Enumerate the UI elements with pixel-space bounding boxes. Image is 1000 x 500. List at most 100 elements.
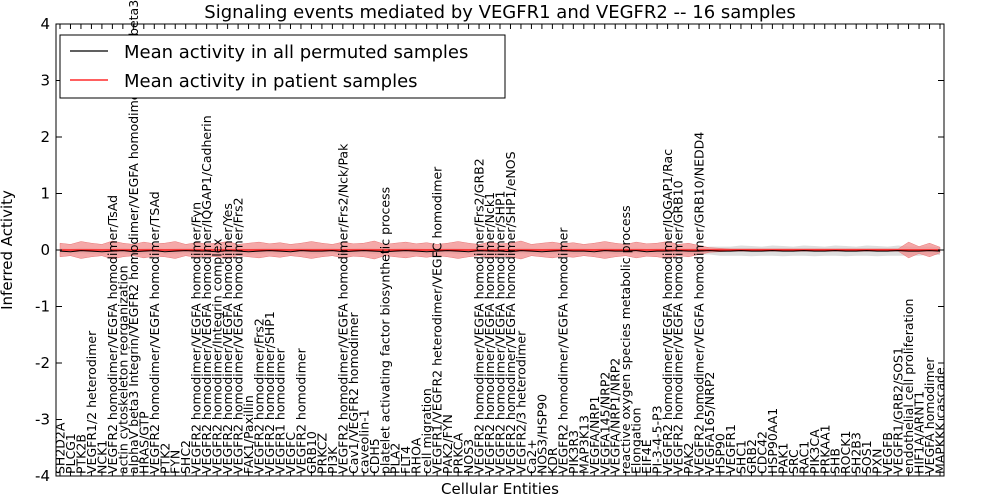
y-tick-label: -1	[35, 298, 50, 316]
x-tick-label: PIK3R3	[566, 430, 581, 474]
x-tick-label: VEGFR2 homodimer/VEGFA homodimer/GRB10	[671, 180, 686, 474]
x-tick-label: KDR	[545, 447, 560, 474]
x-tick-label: VEGFR2 homodimer/VEGFA homodimer/GRB10/N…	[692, 132, 707, 474]
x-tick-label: Elongation	[629, 408, 644, 474]
x-tick-label: VEGFR2 homodimer/VEGFA homodimer/Frs2/GR…	[472, 158, 487, 474]
chart-title: Signaling events mediated by VEGFR1 and …	[204, 2, 795, 23]
legend: Mean activity in all permuted samplesMea…	[59, 34, 506, 99]
x-tick-label: RHOA	[409, 437, 424, 474]
x-tick-label: HIF1A/ARNT1	[912, 391, 927, 474]
legend-box	[59, 34, 506, 99]
y-tick-label: -2	[35, 354, 50, 372]
x-tick-label: SHC1	[734, 440, 749, 474]
x-tick-label: VEGFR2/3 heterodimer	[514, 330, 529, 474]
x-tick-label: VEGFR2 homodimer/VEGFA homodimer/IQGAP1/…	[660, 149, 675, 474]
x-tick-label: HSP90AA1	[765, 408, 780, 474]
x-tick-label: VEGFR2 homodimer/VEGFA homodimer/SHP1	[493, 190, 508, 474]
x-tick-label: PAK1	[775, 443, 790, 474]
x-tick-label: NOS3	[461, 439, 476, 474]
x-tick-label: VEGFA homodimer	[922, 357, 937, 474]
x-tick-label: SHC2	[178, 440, 193, 474]
x-tick-label: NCK1	[94, 440, 109, 474]
x-tick-label: PRKCA	[451, 433, 466, 474]
x-tick-label: VEGFR2 homodimer/VEGFA homodimer/Nck1	[482, 192, 497, 474]
x-tick-label: GRB10	[304, 431, 319, 474]
x-tick-label: ROCK1	[838, 431, 853, 474]
x-tick-label: PRKCZ	[314, 433, 329, 474]
x-tick-label: HSP90	[713, 433, 728, 474]
x-tick-label: SHB	[828, 448, 843, 474]
x-tick-label: NOS3/HSP90	[534, 394, 549, 474]
x-tick-label: VEGFR2 homodimer/VEGFA homodimer/Fyn	[189, 202, 204, 474]
x-tick-label: MAP3K13	[576, 415, 591, 474]
x-tick-label: VEGFR2 homodimer/VEGFA homodimer	[555, 227, 570, 474]
x-tick-label: PIK3CA	[807, 429, 822, 474]
x-tick-label: HRAS/GTP	[136, 411, 151, 474]
x-tick-label: PLCG1	[63, 433, 78, 474]
x-tick-label: VEGFR2 homodimer/SHP1	[262, 311, 277, 474]
x-tick-label: PI3K	[325, 446, 340, 474]
x-tick-label: Cav1/VEGFR2 homodimer	[346, 311, 361, 474]
x-tick-label: VEGFR2 homodimer/VEGFA homodimer/TsAd	[105, 195, 120, 474]
x-tick-label: PTK2	[157, 443, 172, 474]
x-tick-label: PRKAA1	[817, 424, 832, 474]
x-tick-label: VEGFR2 homodimer/VEGFA homodimer/Frs2	[231, 197, 246, 474]
x-tick-label: PXN	[870, 449, 885, 474]
permuted-series-line	[59, 250, 941, 253]
y-tick-label: 4	[40, 15, 50, 33]
x-tick-label: alphaV beta3 Integrin/VEGFR2 homodimer/V…	[126, 0, 141, 474]
x-tick-label: VEGFR1/2 heterodimer	[84, 330, 99, 474]
x-tick-label: actin cytoskeleton reorganization	[115, 265, 130, 474]
x-tick-label: CDH5	[367, 438, 382, 474]
x-tick-label: RAC1	[796, 441, 811, 474]
x-tick-label: VEGFR1/VEGFR2 heterodimer/VEGFC homodime…	[430, 166, 445, 474]
x-tick-label: endothelial cell proliferation	[901, 299, 916, 474]
y-tick-label: 0	[40, 241, 50, 259]
x-tick-label: VEGFR2 homodimer/VEGFA homodimer/IQGAP1/…	[199, 115, 214, 474]
x-tick-label: VEGFA145/NRP2	[597, 372, 612, 474]
x-tick-label: VEGFR1/GRB2/SOS1	[891, 347, 906, 474]
y-tick-label: 2	[40, 128, 50, 146]
legend-label: Mean activity in all permuted samples	[124, 42, 468, 63]
x-tick-label: FYN	[168, 450, 183, 474]
x-tick-label: VEGFR1 homodimer	[273, 347, 288, 474]
x-tick-label: FLT4	[398, 446, 413, 474]
x-tick-label: PLA2	[388, 443, 403, 474]
x-tick-label: EIF4E	[639, 439, 654, 474]
y-tick-label: -4	[35, 467, 50, 485]
x-tick-label: VEGFC	[283, 432, 298, 474]
x-tick-label: GRB2	[744, 439, 759, 474]
x-axis-label: Cellular Entities	[441, 480, 559, 498]
x-tick-label: PAK2	[681, 443, 696, 474]
x-tick-label: PTK2B	[74, 434, 89, 474]
x-tick-label: SH2B3	[849, 432, 864, 474]
x-tick-label: VEGFR2 homodimer/Integrin complex	[210, 238, 225, 474]
x-tick-label: VEGFR2 homodimer/VEGFA homodimer/SHP1/eN…	[503, 151, 518, 474]
x-tick-label: platelet activating factor biosynthetic …	[377, 187, 392, 474]
x-tick-label: VEGFR2 homodimer/VEGFA homodimer/Frs2/Nc…	[335, 143, 350, 474]
x-tick-label: VEGFR2 homodimer/Frs2	[252, 318, 267, 474]
x-tick-label: VEGFR2 homodimer/VEGFA homodimer/TSAd	[147, 191, 162, 474]
x-tick-label: SH2D2A	[53, 422, 68, 474]
x-tick-label: VEGFA/NRP1/NRP2	[608, 358, 623, 474]
y-tick-label: -3	[35, 411, 50, 429]
x-tick-label: caveolin-1	[356, 409, 371, 474]
x-tick-label: PAK2/FYN	[440, 414, 455, 474]
legend-label: Mean activity in patient samples	[124, 71, 418, 92]
x-tick-label: Ca2+	[524, 439, 539, 474]
x-tick-label: VEGFR2 homodimer/VEGFA homodimer/Yes	[220, 203, 235, 474]
x-tick-label: VEGFB	[880, 432, 895, 474]
x-tick-label: reactive oxygen species metabolic proces…	[618, 205, 633, 474]
y-tick-label: 1	[40, 185, 50, 203]
y-axis-label: Inferred Activity	[0, 190, 16, 310]
x-tick-label: PI-3-4-5-P3	[650, 405, 665, 474]
y-tick-label: 3	[40, 72, 50, 90]
x-tick-label: SRC	[786, 449, 801, 474]
x-tick-label: VEGFA/NRP1	[587, 396, 602, 474]
x-tick-label: FAK1/Paxillin	[241, 395, 256, 474]
x-tick-label: cell migration	[419, 388, 434, 474]
x-tick-label: MAPKKK cascade	[933, 367, 948, 474]
x-tick-label: CDC42	[754, 431, 769, 474]
